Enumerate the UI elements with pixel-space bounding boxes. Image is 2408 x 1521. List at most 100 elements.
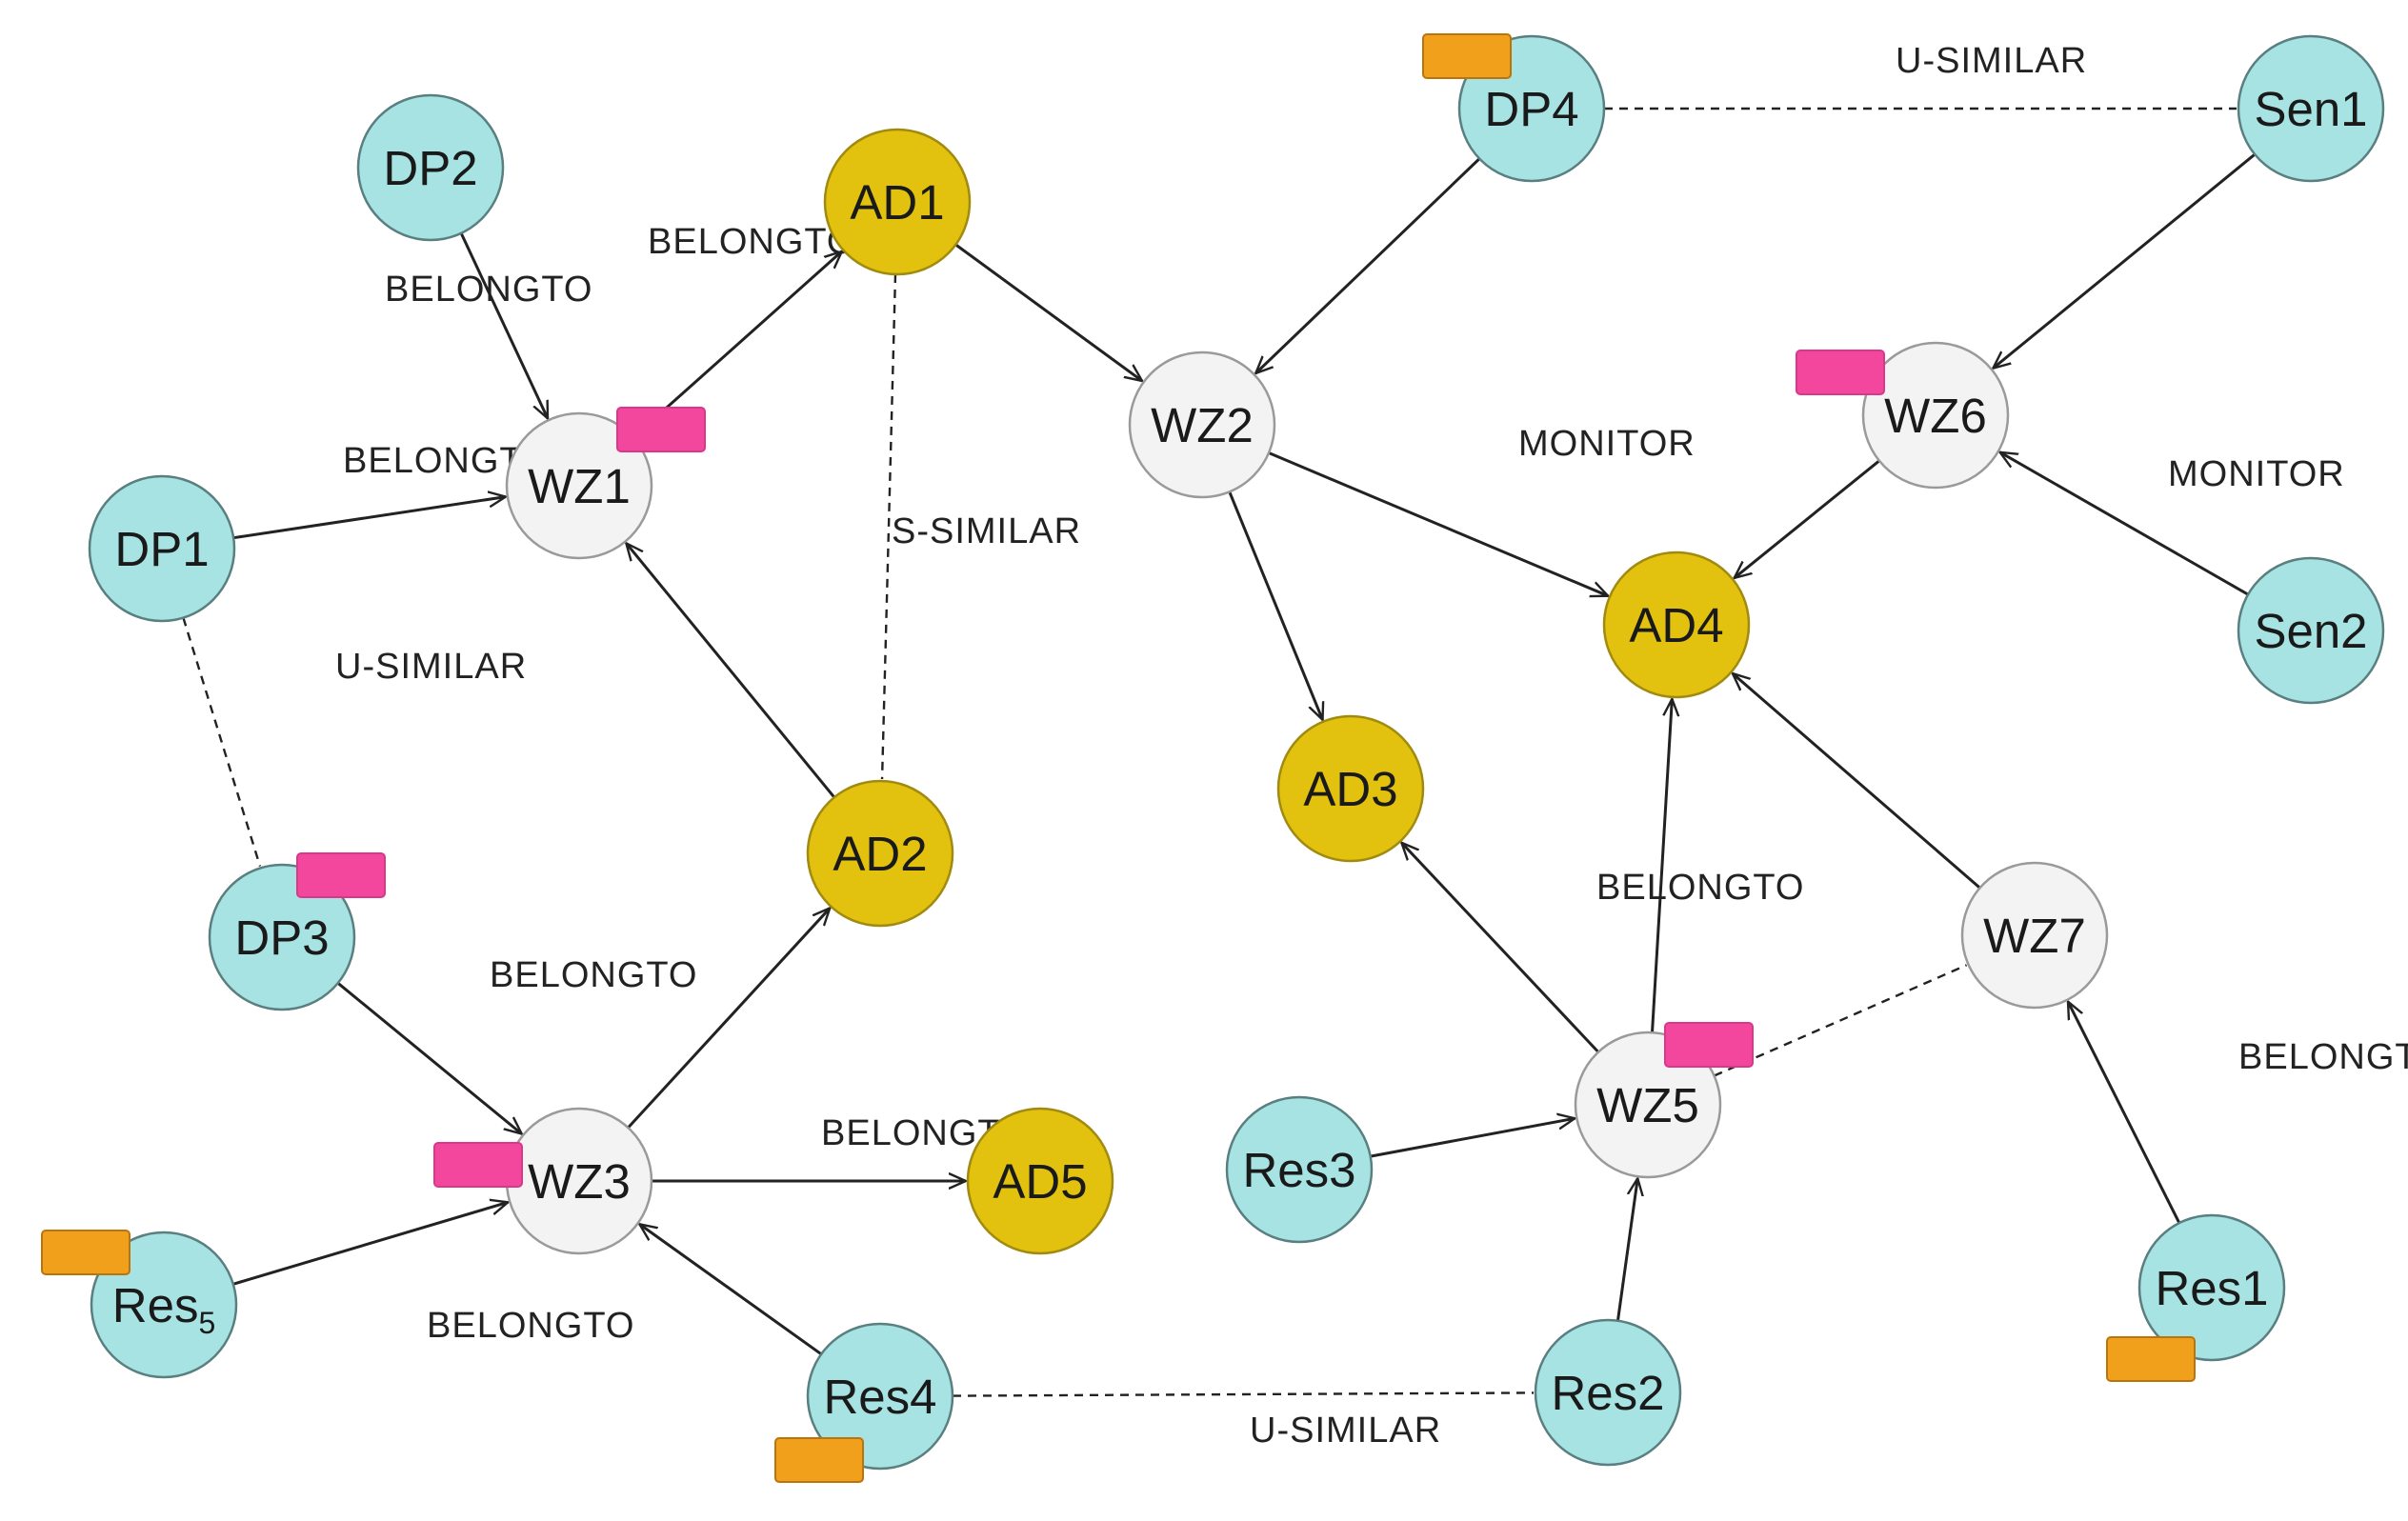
- edge-res4-wz3: [639, 1224, 823, 1356]
- edge-label: MONITOR: [1518, 424, 1696, 464]
- node-wz6[interactable]: WZ6: [1796, 341, 2010, 490]
- edge-labels-layer: BELONGTO BELONGTO BELONGTO U-SIMILAR MONITOR…: [335, 41, 2408, 1451]
- pink-badge: [1664, 1022, 1754, 1068]
- node-circle: [1276, 714, 1425, 863]
- node-ad3[interactable]: AD3: [1276, 714, 1425, 863]
- node-circle: [2237, 34, 2385, 183]
- node-wz5[interactable]: WZ5: [1574, 1022, 1754, 1179]
- edge-label: BELONGTO: [648, 222, 855, 262]
- orange-badge: [2106, 1336, 2196, 1382]
- edge-label: BELONGTO: [385, 270, 592, 310]
- node-label: Res3: [1242, 1143, 1355, 1197]
- node-label: AD5: [993, 1154, 1087, 1209]
- node-res5[interactable]: Res5: [41, 1230, 238, 1379]
- node-ad2[interactable]: AD2: [806, 779, 954, 928]
- edge-res4-res2: [952, 1391, 1535, 1397]
- edge-wz5-wz7: [1714, 964, 1968, 1077]
- edge-sen2-wz6: [2000, 452, 2249, 596]
- pink-badge: [296, 852, 386, 898]
- node-label: Sen1: [2254, 82, 2367, 136]
- node-sen2[interactable]: Sen2: [2237, 556, 2385, 705]
- node-wz1[interactable]: WZ1: [505, 407, 706, 560]
- edge-dp3-wz3: [336, 982, 522, 1133]
- node-res4[interactable]: Res4: [774, 1322, 954, 1483]
- edge-dp1-dp3: [182, 617, 262, 867]
- orange-badge: [1422, 33, 1512, 79]
- edge-dp4-wz2: [1255, 157, 1481, 373]
- edge-ad2-wz1: [626, 543, 836, 799]
- edge-label: BELONGTO: [427, 1306, 634, 1346]
- node-label: DP4: [1484, 82, 1578, 136]
- node-label: Res1: [2155, 1261, 2268, 1315]
- node-ad4[interactable]: AD4: [1602, 550, 1751, 699]
- node-res2[interactable]: Res2: [1534, 1318, 1682, 1467]
- edge-label: BELONGTO: [1596, 868, 1804, 908]
- pink-badge: [433, 1142, 523, 1188]
- node-dp2[interactable]: DP2: [356, 93, 505, 242]
- pink-badge: [616, 407, 706, 452]
- edge-ad1-wz2: [954, 243, 1142, 381]
- node-label: Res5: [112, 1278, 216, 1340]
- node-label: WZ3: [528, 1154, 631, 1209]
- node-label: Sen2: [2254, 604, 2367, 658]
- node-label: DP3: [234, 911, 329, 965]
- node-circle: [356, 93, 505, 242]
- edge-wz6-ad4: [1735, 459, 1880, 578]
- node-circle: [1128, 350, 1276, 499]
- node-circle: [823, 128, 972, 276]
- node-wz2[interactable]: WZ2: [1128, 350, 1276, 499]
- node-res1[interactable]: Res1: [2106, 1213, 2286, 1382]
- edge-ad1-ad2: [880, 273, 897, 780]
- edge-wz3-ad2: [627, 908, 830, 1130]
- node-label: WZ2: [1151, 398, 1254, 452]
- node-label: WZ6: [1884, 389, 1987, 443]
- orange-badge: [41, 1230, 130, 1275]
- edge-dp2-wz1: [459, 232, 550, 418]
- node-dp3[interactable]: DP3: [208, 852, 386, 1011]
- node-circle: [966, 1107, 1114, 1255]
- node-wz3[interactable]: WZ3: [433, 1107, 653, 1255]
- edge-wz5-ad4: [1651, 699, 1673, 1033]
- node-dp1[interactable]: DP1: [88, 474, 236, 623]
- node-circle: [1534, 1318, 1682, 1467]
- node-label: DP2: [383, 141, 477, 195]
- node-circle: [1602, 550, 1751, 699]
- edge-label: U-SIMILAR: [1250, 1411, 1441, 1451]
- node-label: WZ7: [1983, 909, 2086, 963]
- node-label: Res4: [823, 1370, 936, 1424]
- pink-badge: [1796, 350, 1885, 395]
- edge-label: U-SIMILAR: [335, 647, 527, 687]
- edge-res5-wz3: [232, 1202, 508, 1286]
- node-label: WZ1: [528, 459, 631, 513]
- node-label: DP1: [114, 522, 209, 576]
- edge-label: BELONGTO: [2238, 1037, 2408, 1077]
- node-sen1[interactable]: Sen1: [2237, 34, 2385, 183]
- node-circle: [1574, 1031, 1722, 1179]
- edge-wz2-ad3: [1228, 490, 1323, 719]
- edge-wz1-ad1: [632, 251, 842, 439]
- node-res3[interactable]: Res3: [1225, 1095, 1374, 1244]
- node-circle: [1861, 341, 2010, 490]
- node-label: AD3: [1303, 762, 1397, 816]
- edge-sen1-wz6: [1993, 152, 2257, 369]
- node-ad1[interactable]: AD1: [823, 128, 972, 276]
- node-circle: [1960, 861, 2109, 1010]
- edge-wz7-ad4: [1733, 673, 1981, 890]
- node-circle: [505, 411, 653, 560]
- node-wz7[interactable]: WZ7: [1960, 861, 2109, 1010]
- node-label: AD2: [833, 827, 927, 881]
- node-label: AD4: [1629, 598, 1723, 652]
- edge-label: S-SIMILAR: [892, 511, 1081, 551]
- node-circle: [2137, 1213, 2286, 1362]
- node-dp4[interactable]: DP4: [1422, 33, 1606, 183]
- node-circle: [1225, 1095, 1374, 1244]
- orange-badge: [774, 1437, 864, 1483]
- edge-res3-wz5: [1370, 1118, 1575, 1158]
- node-label: Res2: [1551, 1366, 1664, 1420]
- node-circle: [806, 1322, 954, 1471]
- node-ad5[interactable]: AD5: [966, 1107, 1114, 1255]
- node-circle: [88, 474, 236, 623]
